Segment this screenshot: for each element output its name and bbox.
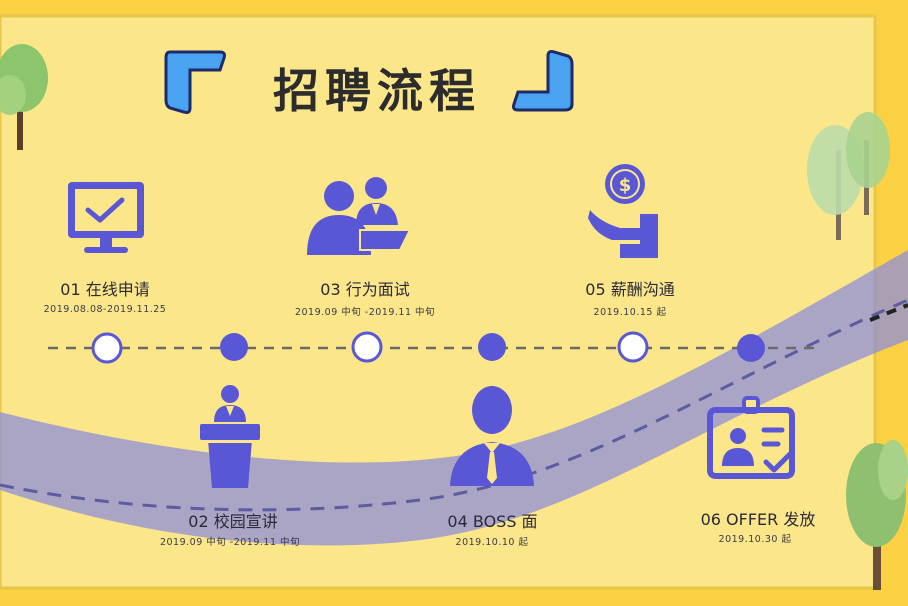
timeline-node bbox=[617, 331, 649, 363]
interview-people-icon bbox=[307, 177, 412, 255]
step-label-01: 01 在线申请 bbox=[60, 280, 150, 299]
tree-right bbox=[807, 112, 890, 240]
tree-left bbox=[0, 44, 48, 150]
step-label-02: 02 校园宣讲 bbox=[188, 512, 278, 531]
title-bracket-left bbox=[164, 50, 226, 114]
podium-speaker-icon bbox=[200, 385, 260, 488]
step-date-01: 2019.08.08-2019.11.25 bbox=[43, 304, 167, 315]
step-label-06: 06 OFFER 发放 bbox=[700, 510, 816, 529]
timeline-node bbox=[478, 333, 506, 361]
step-label-04: 04 BOSS 面 bbox=[447, 512, 538, 531]
timeline-node bbox=[351, 331, 383, 363]
title-bracket-right bbox=[512, 50, 574, 112]
step-date-02: 2019.09 中旬 -2019.11 中旬 bbox=[159, 537, 301, 548]
salary-hand-icon: $ bbox=[588, 164, 658, 258]
timeline-node bbox=[220, 333, 248, 361]
step-date-05: 2019.10.15 起 bbox=[593, 307, 667, 318]
road-center-line bbox=[0, 298, 908, 512]
tree-bottom-right bbox=[846, 440, 908, 590]
page-title: 招聘流程 bbox=[273, 64, 481, 118]
svg-text:$: $ bbox=[619, 175, 632, 196]
timeline-node bbox=[737, 334, 765, 362]
id-card-icon bbox=[707, 396, 795, 479]
computer-check-icon bbox=[68, 182, 144, 253]
step-label-03: 03 行为面试 bbox=[320, 280, 410, 299]
businessman-icon bbox=[450, 386, 534, 486]
road-edge-dash bbox=[869, 303, 908, 322]
step-label-05: 05 薪酬沟通 bbox=[585, 280, 675, 299]
timeline-node bbox=[91, 332, 123, 364]
step-date-04: 2019.10.10 起 bbox=[455, 537, 529, 548]
step-date-03: 2019.09 中旬 -2019.11 中旬 bbox=[294, 307, 436, 318]
step-date-06: 2019.10.30 起 bbox=[718, 534, 792, 545]
